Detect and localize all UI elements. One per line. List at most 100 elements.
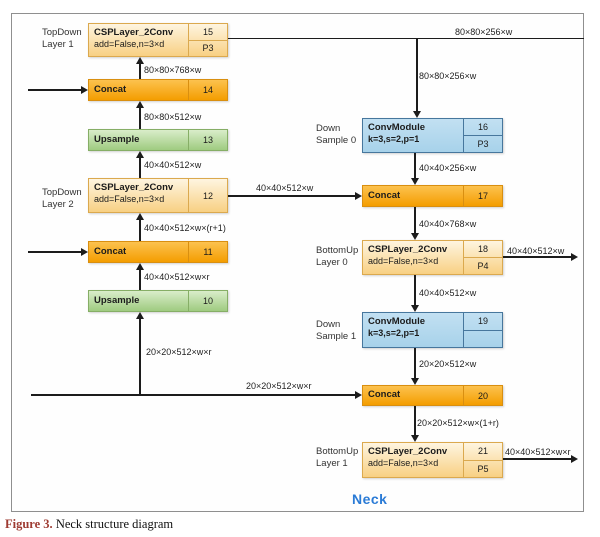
arrowhead-down — [411, 435, 419, 442]
edge-label: 40×40×512×w — [419, 288, 477, 298]
node-port — [464, 331, 502, 348]
label-bottomup-layer0: BottomUp Layer 0 — [316, 245, 358, 268]
label-topdown-layer2: TopDown Layer 2 — [42, 187, 82, 210]
node-upsample-13: Upsample 13 — [88, 129, 228, 151]
edge-line — [139, 219, 141, 241]
node-concat-17: Concat 17 — [362, 185, 503, 207]
arrowhead-right — [355, 192, 362, 200]
node-title: Concat — [94, 84, 127, 95]
node-body: Concat — [89, 242, 188, 262]
node-body: Concat — [363, 386, 463, 405]
arrowhead-down — [411, 378, 419, 385]
node-body: ConvModule k=3,s=2,p=1 — [363, 313, 463, 347]
edge-line — [28, 251, 81, 253]
node-id-column: 20 — [463, 386, 502, 405]
node-title: Upsample — [94, 134, 140, 145]
node-subtitle: add=False,n=3×d — [94, 39, 165, 49]
edge-label: 40×40×512×w×(r+1) — [144, 223, 226, 233]
edge-label: 20×20×512×w×r — [246, 381, 312, 391]
figure-caption-number: Figure 3. — [5, 517, 53, 531]
node-body: CSPLayer_2Conv add=False,n=3×d — [89, 24, 188, 56]
label-line: Layer 0 — [316, 256, 348, 268]
edge-line — [414, 406, 416, 436]
label-line: Sample 1 — [316, 330, 357, 342]
node-convmodule-16: ConvModule k=3,s=2,p=1 16 P3 — [362, 118, 503, 153]
node-concat-14: Concat 14 — [88, 79, 228, 101]
node-body: Upsample — [89, 130, 188, 150]
node-port: P4 — [477, 261, 489, 271]
label-line: Layer 1 — [42, 38, 74, 50]
node-id-column: 11 — [188, 242, 227, 262]
edge-line — [414, 153, 416, 179]
node-subtitle: add=False,n=3×d — [368, 256, 439, 266]
edge-label: 40×40×512×w — [507, 246, 565, 256]
node-id-column: 15 P3 — [188, 24, 227, 56]
node-subtitle: add=False,n=3×d — [94, 194, 165, 204]
node-subtitle: k=3,s=2,p=1 — [368, 134, 420, 144]
node-title: CSPLayer_2Conv — [94, 27, 174, 38]
node-port: P3 — [477, 139, 489, 149]
node-index: 20 — [477, 390, 488, 401]
node-id-column: 21 P5 — [463, 443, 502, 477]
arrowhead-down — [411, 305, 419, 312]
edge-label: 80×80×256×w — [455, 27, 513, 37]
node-port: P5 — [477, 463, 489, 474]
arrowhead-right — [571, 455, 578, 463]
arrowhead-up — [136, 312, 144, 319]
node-title: Concat — [368, 190, 401, 201]
arrowhead-down — [411, 178, 419, 185]
node-id-column: 16 P3 — [463, 119, 502, 152]
arrowhead-down — [413, 111, 421, 118]
arrowhead-right — [355, 391, 362, 399]
label-line: Layer 2 — [42, 198, 74, 210]
node-index: 10 — [202, 296, 213, 306]
edge-line — [503, 256, 571, 258]
edge-label: 80×80×768×w — [144, 65, 202, 75]
node-index: 12 — [202, 190, 213, 201]
node-body: Concat — [89, 80, 188, 100]
arrowhead-right — [81, 86, 88, 94]
node-title: Concat — [368, 389, 401, 400]
label-line: TopDown — [42, 187, 82, 198]
edge-label: 80×80×256×w — [419, 71, 477, 81]
figure-caption: Figure 3. Neck structure diagram — [5, 517, 173, 532]
node-body: CSPLayer_2Conv add=False,n=3×d — [89, 179, 188, 212]
node-title: Concat — [94, 246, 127, 257]
edge-line — [414, 275, 416, 306]
node-id-column: 10 — [188, 291, 227, 311]
node-title: CSPLayer_2Conv — [94, 182, 174, 193]
label-line: Layer 1 — [316, 457, 348, 469]
edge-line — [139, 157, 141, 178]
arrowhead-down — [411, 233, 419, 240]
arrowhead-up — [136, 213, 144, 220]
node-index: 15 — [189, 24, 227, 41]
node-body: ConvModule k=3,s=2,p=1 — [363, 119, 463, 152]
node-id-column: 13 — [188, 130, 227, 150]
edge-label: 20×20×512×w×r — [146, 347, 212, 357]
node-csplayer-12: CSPLayer_2Conv add=False,n=3×d 12 — [88, 178, 228, 213]
node-concat-20: Concat 20 — [362, 385, 503, 406]
node-index: 18 — [464, 241, 502, 258]
edge-label: 20×20×512×w — [419, 359, 477, 369]
node-id-column: 18 P4 — [463, 241, 502, 274]
label-line: Sample 0 — [316, 134, 357, 146]
node-title: CSPLayer_2Conv — [368, 446, 448, 457]
node-title: ConvModule — [368, 316, 425, 327]
node-concat-11: Concat 11 — [88, 241, 228, 263]
edge-label: 40×40×512×w×r — [144, 272, 210, 282]
node-index: 11 — [203, 247, 213, 257]
label-line: Down — [316, 319, 341, 330]
figure-caption-text: Neck structure diagram — [52, 517, 174, 531]
edge-label: 40×40×256×w — [419, 163, 477, 173]
node-title: ConvModule — [368, 122, 425, 133]
edge-label: 20×20×512×w×(1+r) — [417, 418, 499, 428]
node-subtitle: k=3,s=2,p=1 — [368, 328, 420, 338]
label-line: Down — [316, 123, 341, 134]
label-downsample-1: Down Sample 1 — [316, 319, 356, 342]
edge-line — [139, 318, 141, 395]
node-upsample-10: Upsample 10 — [88, 290, 228, 312]
edge-label: 40×40×512×w — [144, 160, 202, 170]
node-index: 14 — [202, 85, 213, 95]
label-topdown-layer1: TopDown Layer 1 — [42, 27, 82, 50]
